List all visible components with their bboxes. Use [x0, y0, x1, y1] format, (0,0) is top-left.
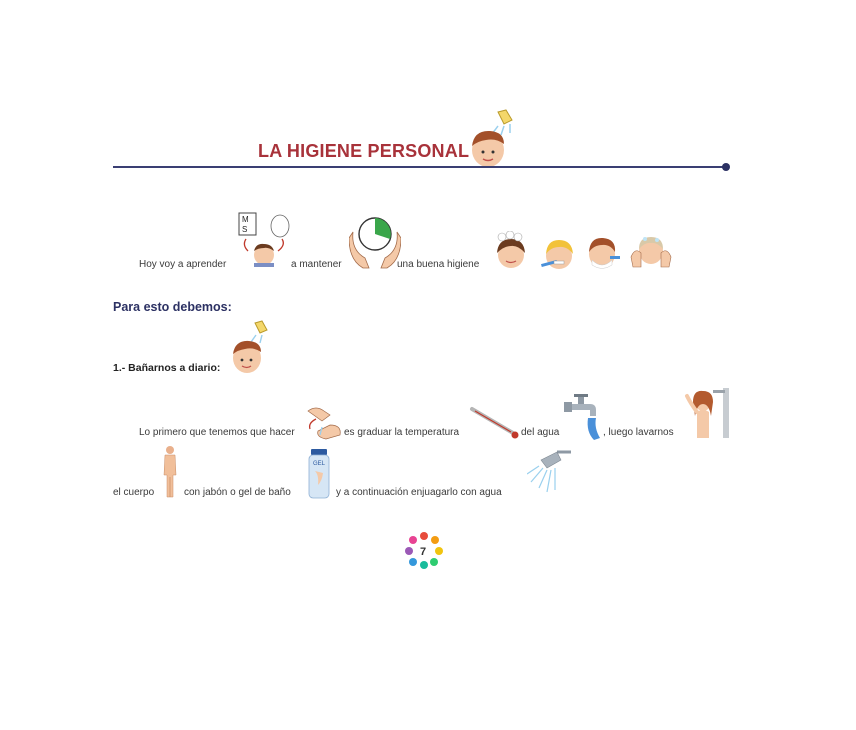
- board-letter-m: M: [242, 215, 249, 224]
- learn-pictogram-icon: M S: [238, 211, 290, 267]
- section-title: Para esto debemos:: [113, 300, 232, 314]
- page-number-badge: 7: [405, 531, 443, 569]
- boy-brushing-teeth-icon: [539, 234, 577, 272]
- text-el-cuerpo: el cuerpo: [113, 487, 155, 498]
- child-shower-icon: [468, 108, 520, 170]
- girl-washing-hair-icon: [492, 231, 530, 271]
- text-del-agua: del agua: [521, 427, 560, 438]
- boy-shaving-icon: [582, 232, 622, 272]
- title-underline: [113, 166, 725, 168]
- text-lo-primero: Lo primero que tenemos que hacer: [139, 427, 295, 438]
- faucet-icon: [564, 394, 606, 442]
- text-a-mantener: a mantener: [291, 259, 342, 270]
- child-shower-icon-small: [229, 320, 275, 376]
- girl-showering-icon: [683, 386, 731, 440]
- thermometer-icon: [469, 406, 521, 440]
- hands-clock-icon: [349, 214, 401, 270]
- text-hoy-voy-a-aprender: Hoy voy a aprender: [139, 259, 227, 270]
- text-con-jabon: con jabón o gel de baño: [184, 487, 291, 498]
- woman-washing-face-icon: [629, 231, 673, 271]
- title-underline-dot: [722, 163, 730, 171]
- text-una-buena-higiene: una buena higiene: [397, 259, 480, 270]
- text-es-graduar: es graduar la temperatura: [344, 427, 460, 438]
- board-letter-s: S: [242, 225, 247, 234]
- text-luego-lavarnos: , luego lavarnos: [603, 427, 674, 438]
- hand-testing-water-icon: [302, 403, 342, 443]
- body-icon: [161, 445, 179, 499]
- page-title: LA HIGIENE PERSONAL: [258, 141, 470, 161]
- gel-bottle-icon: GEL: [308, 447, 330, 499]
- text-enjuagarlo: y a continuación enjuagarlo con agua: [336, 487, 502, 498]
- gel-bottle-label: GEL: [313, 461, 326, 467]
- shower-head-icon: [527, 448, 575, 496]
- step-1-label: 1.- Bañarnos a diario:: [113, 362, 221, 374]
- page-number: 7: [420, 546, 426, 558]
